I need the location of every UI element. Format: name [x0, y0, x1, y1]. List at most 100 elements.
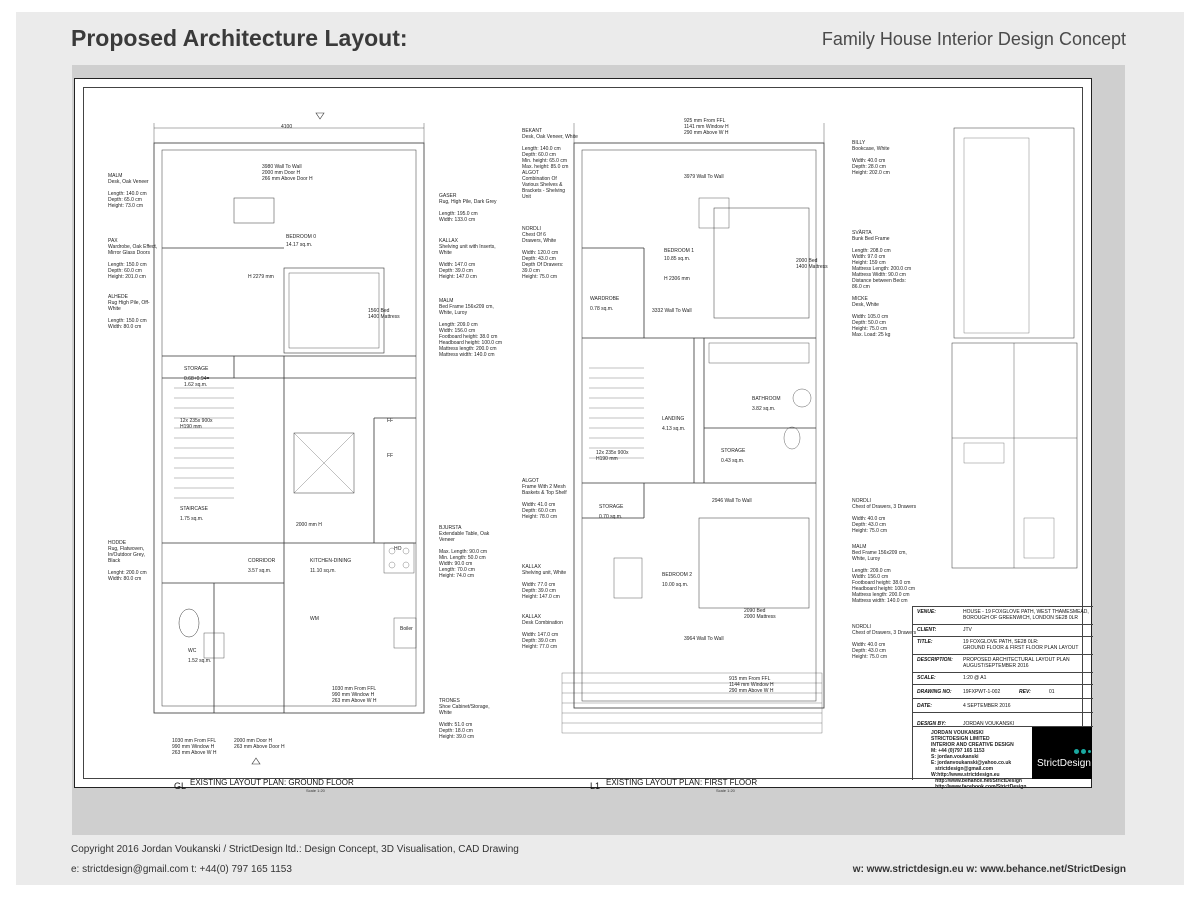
room-storage1-area: 0.43 sq.m. [721, 458, 745, 464]
tb-scale-key: SCALE: [917, 675, 936, 681]
ground-ff-label-1: FF [387, 418, 394, 424]
tb-scale-row: SCALE: 1:20 @ A1 [913, 672, 1093, 685]
ground-boiler-label: Boiler [400, 626, 413, 632]
tb-venue: HOUSE - 19 FOXGLOVE PATH, WEST THAMESMEA… [963, 609, 1089, 621]
first-item-nordli-drawers-2: NORDLI Chest of Drawers, 3 Drawers Width… [852, 624, 917, 660]
room-storage1-label: STORAGE [721, 448, 746, 454]
room-corridor-area: 3.57 sq.m. [248, 568, 272, 574]
tb-design-key: DESIGN BY: [917, 721, 946, 727]
first-window-bottom: 915 mm From FFL 1144 mm Window H 290 mm … [729, 676, 774, 694]
north-arrow-top [315, 112, 325, 120]
page-title: Proposed Architecture Layout: [71, 25, 408, 51]
first-item-svarta-bunk: SVÄRTA Bunk Bed Frame Length: 208.0 cm W… [852, 230, 912, 290]
first-item-bekant-desk: BEKANT Desk, Oak Veneer, White Length: 1… [522, 128, 578, 170]
ground-item-malm-bed: MALM Bed Frame 156x209 cm, White, Luroy … [439, 298, 503, 358]
ground-door-bottom: 2000 mm Door H 263 mm Above Door H [234, 738, 285, 750]
first-item-algot-frame: ALGOT Frame With 2 Mesh Baskets & Top Sh… [522, 478, 567, 520]
ground-bed-size: 1560 Bed 1400 Mattress [368, 308, 400, 320]
ground-dim-top: 4100 [281, 124, 293, 130]
first-plan-scale: Scale 1:20 [716, 788, 735, 793]
ground-item-pax-wardrobe: PAX Wardrobe, Oak Effect, Mirror Glass D… [108, 238, 158, 280]
drawing-border: MALM Desk, Oak Veneer Length: 140.0 cm D… [83, 87, 1093, 793]
first-floor-outline [573, 142, 825, 709]
ground-item-kallax-shelving: KALLAX Shelving unit with Inserts, White… [439, 238, 496, 280]
tb-venue-key: VENUE: [917, 609, 936, 615]
strictdesign-logo: StrictDesign [1032, 727, 1092, 779]
room-corridor-label: CORRIDOR [248, 558, 276, 564]
first-stair-spec: 12x 235x 900x H190 mm [596, 450, 629, 462]
tb-client: JTV [963, 627, 972, 633]
room-staircase-label: STAIRCASE [180, 506, 208, 512]
first-bed2-size: 2090 Bed 2000 Mattress [744, 608, 776, 620]
first-item-malm-bed: MALM Bed Frame 156x209 cm, White, Luroy … [852, 544, 916, 604]
ground-ff-label-2: FF [387, 453, 394, 459]
first-bed-2 [698, 517, 810, 609]
ground-plan-scale: Scale 1:20 [306, 788, 325, 793]
ground-plan-code: GL [174, 781, 187, 791]
logo-dot-icon [1074, 749, 1079, 754]
room-kitchen-label: KITCHEN-DINING [310, 558, 352, 564]
title-block: VENUE: HOUSE - 19 FOXGLOVE PATH, WEST TH… [912, 606, 1093, 790]
logo-dot-icon [1088, 750, 1091, 753]
room-staircase-area: 1.75 sq.m. [180, 516, 204, 522]
room-bedroom1-area: 10.85 sq.m. [664, 256, 691, 262]
tb-scale: 1:20 @ A1 [963, 675, 987, 681]
first-item-kallax-desk: KALLAX Desk Combination Width: 147.0 cm … [522, 614, 563, 650]
tb-date: 4 SEPTEMBER 2016 [963, 703, 1011, 709]
first-window-top: 925 mm From FFL 1141 mm Window H 290 mm … [684, 118, 729, 136]
first-item-micke-desk: MICKE Desk, White Width: 105.0 cm Depth:… [852, 296, 891, 338]
ground-door-height: 2000 mm H [296, 522, 322, 528]
room-landing-area: 4.13 sq.m. [662, 426, 686, 432]
tb-client-row: CLIENT: JTV [913, 624, 1093, 637]
ground-plan-title: EXISTING LAYOUT PLAN: GROUND FLOOR [190, 778, 354, 787]
ground-window-bottom-left: 1030 mm From FFL 990 mm Window H 263 mm … [172, 738, 217, 756]
room-bedroom1-label: BEDROOM 1 [664, 248, 695, 254]
footer-copyright: Copyright 2016 Jordan Voukanski / Strict… [71, 844, 519, 855]
room-bedroom0-label: BEDROOM 0 [286, 234, 317, 240]
bathroom-basin [792, 388, 812, 408]
tb-description-key: DESCRIPTION: [917, 657, 953, 663]
section-outline [951, 342, 1078, 569]
tb-rev: 01 [1049, 689, 1055, 695]
tb-rev-key: REV: [1019, 689, 1031, 695]
tb-date-key: DATE: [917, 703, 932, 709]
tb-contact-row: JORDAN VOUKANSKI STRICTDESIGN LIMITED IN… [913, 726, 1093, 790]
drawing-sheet: MALM Desk, Oak Veneer Length: 140.0 cm D… [74, 78, 1093, 793]
ground-floor-inner-outline [161, 149, 417, 707]
tb-client-key: CLIENT: [917, 627, 937, 633]
tb-design: JORDAN VOUKANSKI [963, 721, 1015, 727]
room-wc-area: 1.52 sq.m. [188, 658, 212, 664]
wc-toilet [178, 608, 200, 638]
tb-description-row: DESCRIPTION: PROPOSED ARCHITECTURAL LAYO… [913, 654, 1093, 673]
first-item-algot-shelving: ALGOT Combination Of Various Shelves & B… [522, 170, 566, 200]
logo-text: StrictDesign [1037, 758, 1091, 769]
first-ceiling-height: H 2306 mm [664, 276, 690, 282]
ground-item-bjursta-table: BJURSTA Extendable Table, Oak Veneer Max… [439, 525, 490, 579]
ground-bed [288, 272, 380, 349]
room-wardrobe-area: 0.78 sq.m. [590, 306, 614, 312]
first-plan-title: EXISTING LAYOUT PLAN: FIRST FLOOR [606, 778, 758, 787]
tb-title: 19 FOXGLOVE PATH, SE28 0LR: GROUND FLOOR… [963, 639, 1079, 651]
tb-drawing-key: DRAWING NO: [917, 689, 952, 695]
footer-websites: w: www.strictdesign.eu w: www.behance.ne… [852, 864, 1126, 875]
room-wardrobe-label: WARDROBE [590, 296, 620, 302]
ground-item-trones-cabinet: TRONES Shoe Cabinet/Storage, White Width… [439, 698, 490, 740]
ground-wall-top: 3980 Wall To Wall 2000 mm Door H 266 mm … [262, 164, 313, 182]
room-storage-area: 0.68+0.94= 1.62 sq.m. [184, 376, 210, 388]
site-plan-outline [953, 127, 1075, 339]
first-wall-bottom: 3964 Wall To Wall [684, 636, 724, 642]
tb-title-row: TITLE: 19 FOXGLOVE PATH, SE28 0LR: GROUN… [913, 636, 1093, 655]
ground-window-right: 1030 mm From FFL 990 mm Window H 263 mm … [332, 686, 377, 704]
footer-contact: e: strictdesign@gmail.com t: +44(0) 797 … [71, 864, 292, 875]
first-plan-code: L1 [590, 781, 601, 791]
first-stair-treads [589, 367, 644, 459]
first-bed1-size: 2000 Bed 1400 Mattress [796, 258, 828, 270]
ground-item-hodde-rug: HODDE Rug, Flatwoven, In/Outdoor Grey, B… [108, 540, 147, 582]
tb-drawing: 19FXPWT-1-002 [963, 689, 1001, 695]
page-subtitle: Family House Interior Design Concept [821, 29, 1126, 49]
first-floor-inner-outline [581, 149, 817, 702]
ground-stair-spec: 12x 235x 900x H190 mm [180, 418, 213, 430]
roof-tiles [561, 672, 823, 734]
ground-item-malm-desk: MALM Desk, Oak Veneer Length: 140.0 cm D… [108, 173, 149, 209]
tb-design-row: DESIGN BY: JORDAN VOUKANSKI [913, 712, 1093, 727]
